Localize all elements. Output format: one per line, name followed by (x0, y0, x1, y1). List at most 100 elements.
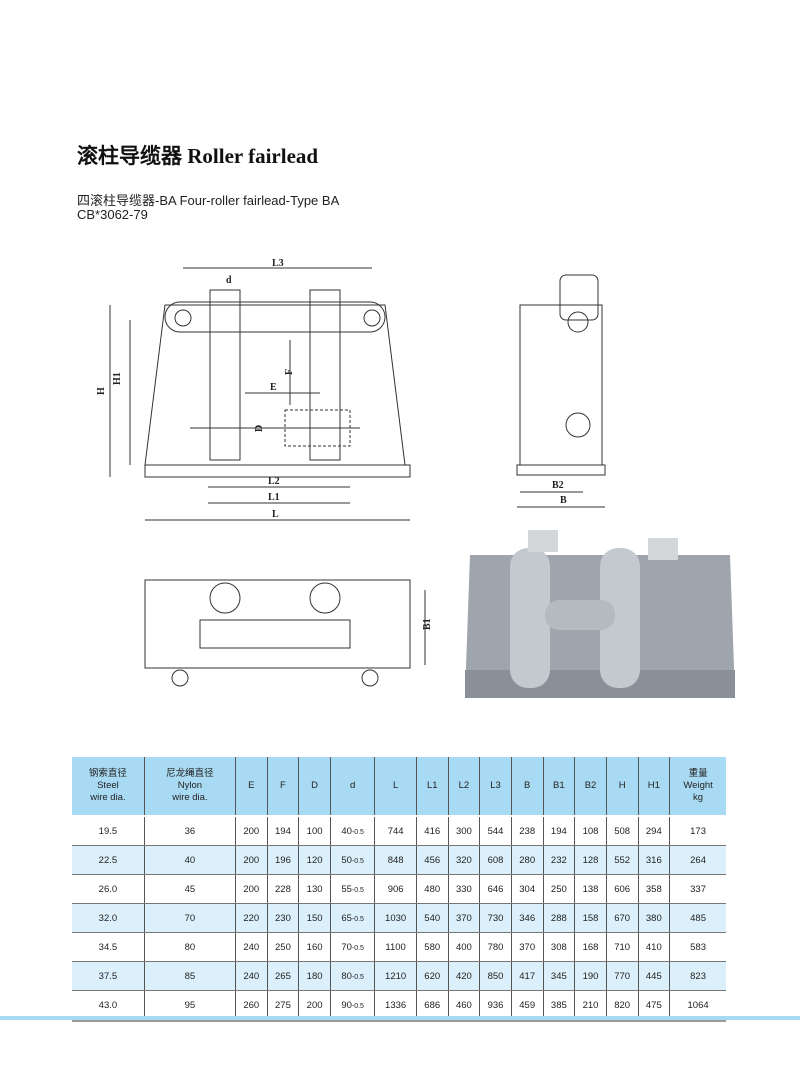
table-cell: 108 (574, 816, 607, 846)
product-photo (465, 530, 735, 698)
header-line: d (349, 780, 356, 791)
table-cell: 337 (669, 874, 726, 904)
cell-value: 230 (275, 912, 291, 924)
table-cell: 100 (298, 816, 331, 846)
table-cell: 330 (447, 874, 480, 904)
cell-value: 70 (184, 912, 196, 924)
column-header: H1 (637, 757, 670, 817)
table-cell: 508 (605, 816, 638, 846)
table-cell: 180 (298, 961, 331, 991)
table-cell: 358 (637, 874, 670, 904)
table-cell: 228 (266, 874, 299, 904)
cell-value: 380 (645, 912, 662, 924)
cell-value: 744 (387, 825, 404, 837)
cell-value: 36 (184, 825, 196, 837)
cell-value: 670 (614, 912, 631, 924)
cell-value: 275 (275, 999, 291, 1011)
tolerance: -0.5 (351, 915, 364, 923)
cell-value: 120 (306, 854, 323, 866)
table-cell: 480 (415, 874, 449, 904)
cell-value: 200 (243, 883, 260, 895)
table-cell: 194 (542, 816, 575, 846)
cell-value: 288 (550, 912, 567, 924)
cell-value: 264 (690, 854, 706, 866)
cell-value: 320 (455, 854, 472, 866)
table-cell: 130 (298, 874, 331, 904)
cell-value: 583 (690, 941, 706, 953)
table-cell: 265 (266, 961, 299, 991)
table-cell: 410 (637, 932, 670, 962)
table-cell: 250 (542, 874, 575, 904)
table-cell: 304 (510, 874, 544, 904)
cell-value: 1064 (687, 999, 709, 1011)
cell-value: 459 (519, 999, 536, 1011)
table-cell: 70-0.5 (329, 932, 375, 962)
table-cell: 580 (415, 932, 449, 962)
header-line: L2 (458, 780, 470, 791)
cell-value: 370 (455, 912, 472, 924)
table-cell: 232 (542, 845, 575, 875)
label-B: B (560, 495, 567, 506)
header-line: Steel (97, 780, 119, 791)
cell-value: 460 (455, 999, 472, 1011)
header-line: H1 (647, 780, 660, 791)
table-cell: 848 (374, 845, 417, 875)
plan-view-drawing (144, 579, 426, 687)
header-line: wire dia. (172, 792, 208, 803)
cell-value: 210 (582, 999, 599, 1011)
header-line: B2 (584, 780, 597, 791)
label-H1: H1 (112, 372, 123, 385)
table-cell: 45 (143, 874, 236, 904)
cell-value: 850 (487, 970, 504, 982)
cell-value: 40 (341, 825, 352, 837)
cell-value: 37.5 (98, 970, 118, 982)
cell-value: 308 (550, 941, 567, 953)
table-cell: 380 (637, 903, 670, 933)
cell-value: 260 (243, 999, 260, 1011)
header-line: wire dia. (90, 792, 126, 803)
cell-value: 906 (387, 883, 404, 895)
header-line: 钢索直径 (88, 768, 127, 779)
column-header: L2 (447, 757, 480, 817)
table-cell: 32.0 (72, 903, 145, 933)
header-line: E (248, 780, 255, 791)
header-line: L3 (490, 780, 501, 791)
table-cell: 200 (234, 874, 268, 904)
tolerance: -0.5 (351, 944, 364, 952)
label-H: H (96, 387, 107, 395)
column-header: B1 (542, 757, 575, 817)
cell-value: 417 (519, 970, 536, 982)
cell-value: 480 (424, 883, 441, 895)
table-cell: 26.0 (72, 874, 145, 904)
tolerance: -0.5 (351, 1002, 364, 1010)
header-line: L1 (426, 780, 438, 791)
table-cell: 194 (266, 816, 299, 846)
table-cell: 138 (574, 874, 607, 904)
cell-value: 300 (455, 825, 472, 837)
table-cell: 55-0.5 (329, 874, 375, 904)
table-cell: 320 (447, 845, 480, 875)
table-cell: 280 (510, 845, 544, 875)
table-cell: 445 (637, 961, 670, 991)
front-view-drawing (109, 267, 411, 521)
table-cell: 420 (447, 961, 480, 991)
cell-value: 385 (550, 999, 567, 1011)
cell-value: 780 (487, 941, 504, 953)
cell-value: 85 (184, 970, 196, 982)
cell-value: 544 (487, 825, 504, 837)
table-cell: 190 (574, 961, 607, 991)
label-B1: B1 (422, 618, 433, 630)
cell-value: 552 (614, 854, 631, 866)
table-cell: 19.5 (72, 816, 145, 846)
cell-value: 180 (306, 970, 323, 982)
table-cell: 670 (605, 903, 638, 933)
cell-value: 22.5 (98, 854, 118, 866)
cell-value: 358 (645, 883, 662, 895)
column-header: d (329, 757, 375, 817)
cell-value: 173 (690, 825, 706, 837)
table-cell: 200 (234, 845, 268, 875)
table-cell: 485 (669, 903, 726, 933)
